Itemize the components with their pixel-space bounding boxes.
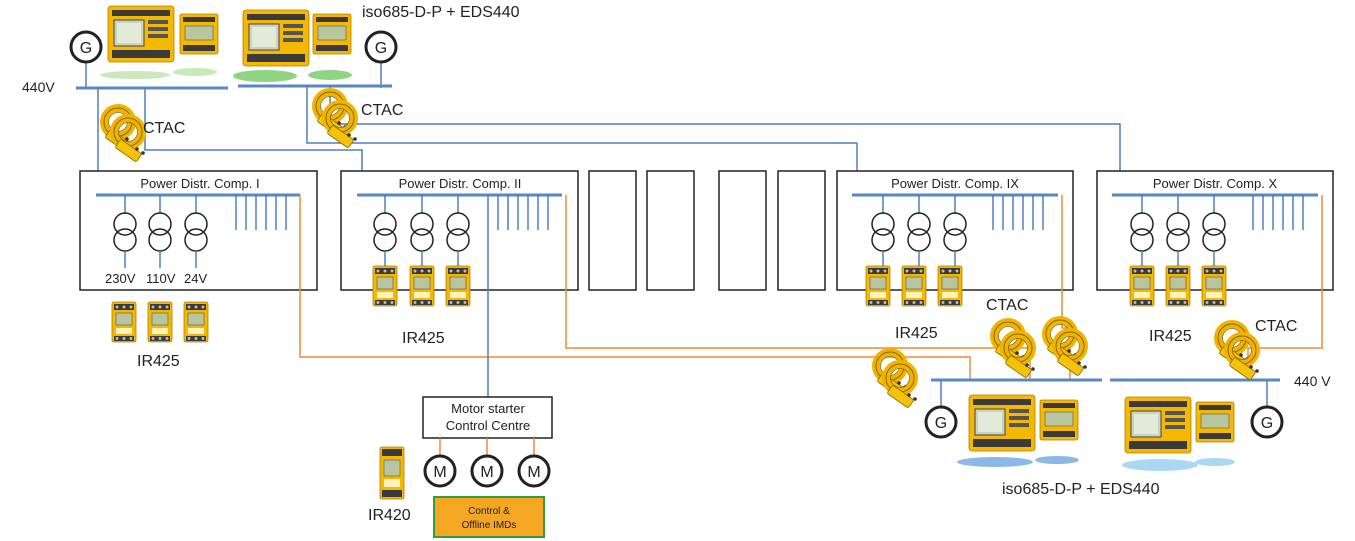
ir425-device (1129, 265, 1155, 307)
control-offline-imds-box: Control & Offline IMDs (433, 496, 545, 538)
ir425-device (1201, 265, 1227, 307)
ir425-device (865, 265, 891, 307)
generator-symbol: G (935, 415, 947, 432)
ir425-device (183, 301, 209, 343)
generator-symbol: G (375, 40, 387, 57)
comp-title: Power Distr. Comp. IX (891, 176, 1019, 191)
eds440-device-bottom-1 (1039, 399, 1079, 441)
comp-title: Power Distr. Comp. X (1153, 176, 1278, 191)
ir420-device (379, 446, 405, 500)
empty-compartment-1 (588, 170, 637, 291)
motor-symbol: M (433, 464, 446, 481)
link-comp-ii-to-bus (565, 195, 1031, 380)
ctac-label-2: CTAC (361, 102, 403, 119)
bottom-system-label: iso685-D-P + EDS440 (1002, 481, 1160, 498)
ctac-label-4: CTAC (1255, 318, 1297, 335)
ir425-device (901, 265, 927, 307)
ir425-label-comp-i: IR425 (137, 353, 180, 370)
generator-top-right: G (364, 30, 398, 64)
generator-bottom-left: G (924, 405, 958, 439)
generator-symbol: G (80, 40, 92, 57)
iso685-device-bottom-1 (968, 394, 1036, 452)
mcc-line-1: Motor starter (451, 401, 525, 416)
comp-title: Power Distr. Comp. II (399, 176, 522, 191)
iso685-device-bottom-2 (1124, 396, 1192, 454)
output-230v: 230V (105, 271, 136, 286)
generator-symbol: G (1261, 415, 1273, 432)
device-glow-top (100, 68, 352, 82)
eds440-device-top-1 (179, 13, 219, 55)
motor-3: M (517, 454, 551, 488)
ir425-device (111, 301, 137, 343)
iso685-device-top-1 (107, 5, 175, 63)
ir425-device (937, 265, 963, 307)
link-comp-i-to-bus (299, 195, 971, 380)
generator-top-left: G (69, 30, 103, 64)
ctac-label-3: CTAC (986, 297, 1028, 314)
power-distr-comp-i: Power Distr. Comp. I 230V 110V 24V (79, 170, 318, 291)
comp-title: Power Distr. Comp. I (140, 176, 259, 191)
motor-1: M (423, 454, 457, 488)
motor-symbol: M (527, 464, 540, 481)
ir425-device (1165, 265, 1191, 307)
top-system-label: iso685-D-P + EDS440 (362, 4, 520, 21)
ir425-label-comp-ix: IR425 (895, 325, 938, 342)
motor-control-centre: Motor starter Control Centre (422, 396, 553, 439)
ir425-label-comp-ii: IR425 (402, 330, 445, 347)
control-box-line-1: Control & (468, 506, 510, 517)
output-110v: 110V (146, 271, 176, 286)
device-glow-bottom (957, 456, 1235, 471)
motor-symbol: M (480, 464, 493, 481)
ir420-label: IR420 (368, 507, 411, 524)
motor-2: M (470, 454, 504, 488)
ir425-device (147, 301, 173, 343)
mcc-line-2: Control Centre (446, 418, 531, 433)
empty-compartment-3 (718, 170, 767, 291)
ctac-label-1: CTAC (143, 120, 185, 137)
control-box-line-2: Offline IMDs (462, 520, 517, 531)
generator-bottom-right: G (1250, 405, 1284, 439)
eds440-device-bottom-2 (1195, 401, 1235, 443)
ir425-device (445, 265, 471, 307)
output-24v: 24V (184, 271, 207, 286)
ir425-device (372, 265, 398, 307)
empty-compartment-2 (646, 170, 695, 291)
empty-compartment-4 (777, 170, 826, 291)
feeder-comp-ix (306, 86, 858, 193)
iso685-device-top-2 (242, 9, 310, 67)
ir425-device (409, 265, 435, 307)
ir425-label-comp-x: IR425 (1149, 328, 1192, 345)
eds440-device-top-2 (312, 13, 352, 55)
voltage-label-right: 440 V (1294, 373, 1331, 389)
voltage-label-left: 440V (22, 79, 55, 95)
